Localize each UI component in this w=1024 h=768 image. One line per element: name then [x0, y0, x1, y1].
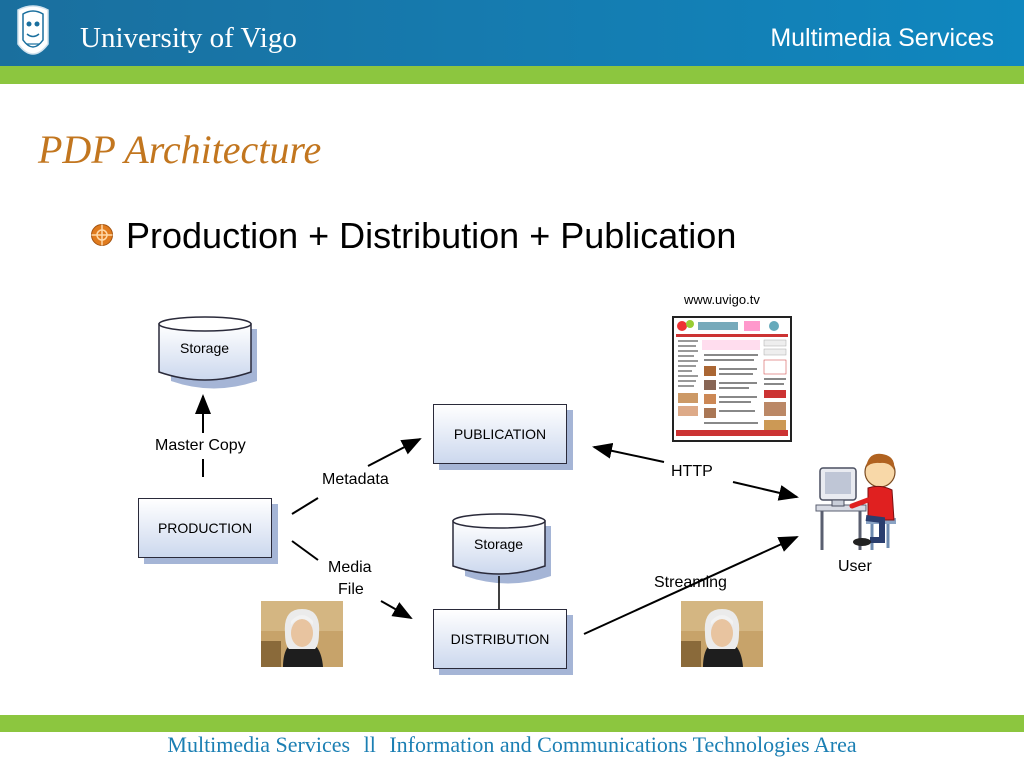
- publication-box: PUBLICATION: [433, 404, 567, 464]
- master-copy-label: Master Copy: [155, 437, 246, 454]
- storage-mid-label: Storage: [474, 536, 524, 552]
- metadata-label: Metadata: [322, 471, 389, 488]
- storage-top-label: Storage: [180, 340, 230, 356]
- http-label: HTTP: [671, 463, 713, 480]
- metadata-line: [291, 497, 319, 515]
- http-arrow-publication: [592, 442, 665, 463]
- streaming-arrow: [583, 536, 799, 635]
- storage-mid-cylinder: [452, 513, 551, 584]
- user-computer-icon: [815, 453, 896, 550]
- video-thumbnail-streaming: [681, 601, 763, 667]
- metadata-arrow: [367, 438, 422, 467]
- website-url-label: www.uvigo.tv: [684, 292, 760, 307]
- user-label: User: [838, 558, 872, 575]
- media-file-label-line1: Media: [328, 559, 372, 576]
- bullet-icon: [91, 224, 113, 246]
- media-file-line: [291, 540, 319, 561]
- distribution-box: DISTRIBUTION: [433, 609, 567, 669]
- distribution-label: DISTRIBUTION: [450, 631, 550, 647]
- footer-separator: ll: [363, 732, 376, 757]
- storage-top-cylinder: [158, 316, 257, 389]
- footer-right-text: Information and Communications Technolog…: [389, 732, 857, 757]
- streaming-label: Streaming: [654, 574, 727, 591]
- media-file-arrow: [380, 600, 413, 619]
- header-accent-stripe: [0, 66, 1024, 84]
- footer-left-text: Multimedia Services: [167, 732, 351, 757]
- website-thumbnail-graphic: [674, 318, 790, 440]
- university-title: University of Vigo: [80, 22, 297, 54]
- production-box: PRODUCTION: [138, 498, 272, 558]
- publication-label: PUBLICATION: [453, 426, 547, 442]
- page-title: PDP Architecture: [38, 127, 322, 172]
- http-arrow-user: [732, 481, 799, 501]
- video-thumbnail-production: [261, 601, 343, 667]
- footer: Multimedia Services ll Information and C…: [0, 732, 1024, 758]
- header-service-label: Multimedia Services: [770, 24, 994, 52]
- website-screenshot: [672, 316, 792, 442]
- media-file-label-line2: File: [338, 581, 364, 598]
- production-label: PRODUCTION: [157, 520, 253, 536]
- bullet-text: Production + Distribution + Publication: [126, 215, 737, 256]
- header-bar: University of Vigo Multimedia Services: [0, 0, 1024, 66]
- footer-accent-stripe: [0, 715, 1024, 732]
- university-logo: [17, 5, 49, 55]
